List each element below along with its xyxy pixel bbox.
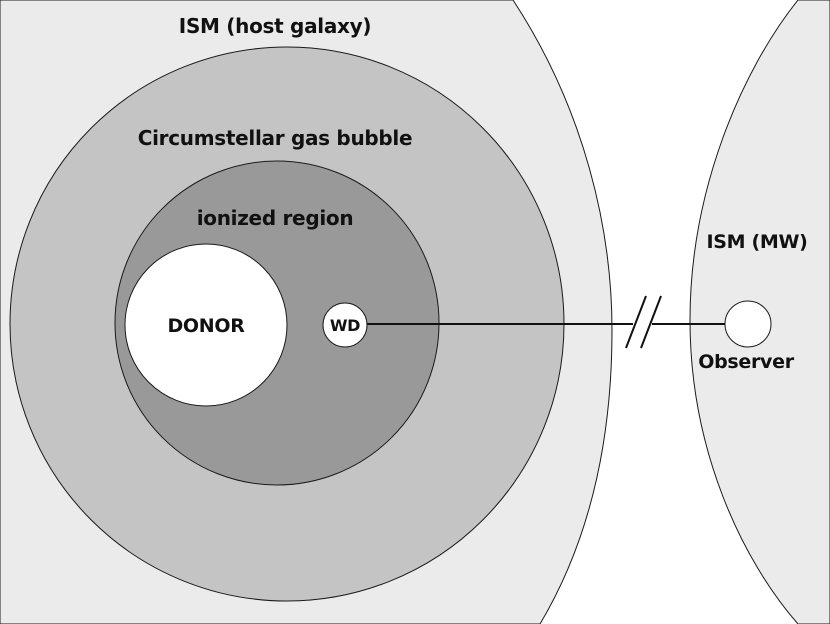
label-ism-host-galaxy: ISM (host galaxy): [179, 14, 371, 38]
observer-circle: [724, 300, 772, 348]
distance-break-mark-2: [640, 295, 662, 349]
label-ionized-region: ionized region: [197, 206, 354, 230]
label-donor: DONOR: [167, 315, 245, 337]
label-observer: Observer: [698, 351, 794, 373]
label-circumstellar-bubble: Circumstellar gas bubble: [138, 126, 412, 150]
donor-star: [124, 243, 288, 407]
white-dwarf: [322, 302, 368, 348]
distance-break-mark-1: [625, 295, 647, 349]
label-ism-mw: ISM (MW): [706, 231, 807, 253]
label-wd: WD: [330, 316, 360, 335]
